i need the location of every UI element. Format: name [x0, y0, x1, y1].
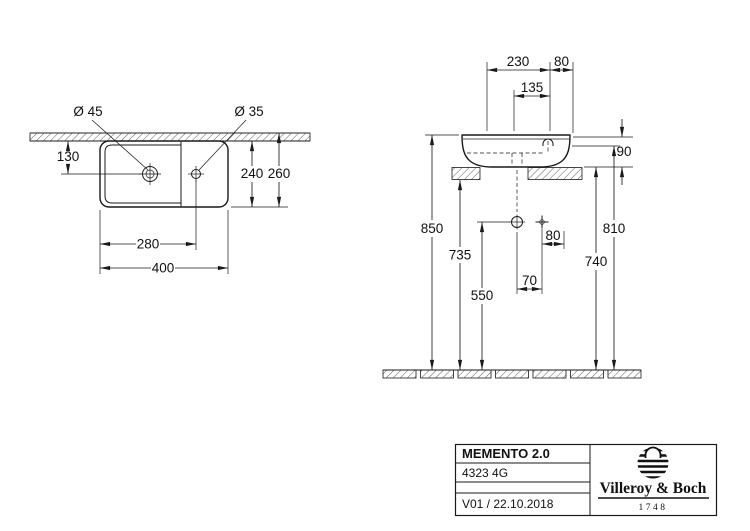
dim-230-label: 230: [507, 54, 530, 69]
dim-135-label: 135: [521, 80, 544, 95]
article-number: 4323 4G: [462, 466, 508, 480]
brand-emblem-icon: [637, 446, 669, 479]
product-name: MEMENTO 2.0: [462, 446, 550, 461]
dim-80-fixing-label: 80: [545, 228, 560, 243]
brand-name: Villeroy & Boch: [600, 480, 707, 497]
dim-260-label: 260: [268, 166, 291, 181]
dim-70: 70: [516, 232, 542, 294]
dim-70-label: 70: [522, 273, 537, 288]
floor-hatch: [382, 369, 642, 379]
drain-hole: [139, 163, 161, 185]
top-extension-lines: [486, 62, 574, 133]
dim-80-fixing: 80: [541, 228, 565, 294]
title-block-border: [454, 443, 718, 517]
dim-240: 240: [231, 141, 288, 208]
dim-810: 810: [572, 145, 626, 370]
drain-diameter-label: Ø 45: [73, 104, 102, 119]
dim-550: 550: [471, 221, 510, 370]
dim-400-label: 400: [152, 261, 175, 276]
dim-850-label: 850: [421, 221, 444, 236]
front-view: 230 80 135 90 850: [382, 54, 642, 379]
top-view: Ø 45 Ø 35 130 240 260: [29, 104, 311, 276]
dim-400: 400: [100, 210, 229, 276]
dim-740: 740: [585, 167, 608, 370]
dim-810-label: 810: [603, 221, 626, 236]
dim-735-label: 735: [449, 248, 472, 263]
dim-80-top-label: 80: [554, 54, 569, 69]
dim-740-label: 740: [585, 254, 608, 269]
fixing-hole-symbol: [535, 215, 549, 229]
dim-280: 280: [99, 180, 197, 274]
dim-80-top: 80: [550, 54, 573, 73]
dim-550-label: 550: [471, 288, 494, 303]
dim-260: 260: [268, 133, 291, 207]
right-bracket-hatch: [527, 167, 583, 180]
dim-240-label: 240: [241, 166, 264, 181]
dim-850: 850: [421, 134, 459, 370]
basin-front-profile: [461, 134, 571, 168]
left-bracket-hatch: [451, 167, 481, 180]
dim-135: 135: [514, 80, 550, 99]
dim-130-label: 130: [57, 149, 80, 164]
brand-year: 1748: [639, 503, 668, 513]
dim-130: 130: [57, 141, 141, 175]
dim-230: 230: [487, 54, 550, 73]
title-block: MEMENTO 2.0 4323 4G V01 / 22.10.2018 Vil…: [454, 443, 718, 517]
brand-logo: Villeroy & Boch 1748: [598, 446, 709, 513]
outlet-symbol: [509, 214, 525, 230]
dim-280-label: 280: [137, 237, 160, 252]
taphole-diameter-label: Ø 35: [234, 104, 263, 119]
wall-section-hatch: [29, 132, 311, 142]
dim-90-label: 90: [616, 144, 631, 159]
taphole-diameter-callout: Ø 35: [198, 104, 264, 171]
drain-diameter-callout: Ø 45: [73, 104, 149, 171]
dim-90: 90: [573, 119, 633, 185]
dim-735: 735: [449, 180, 472, 370]
taphole-front-symbol: [542, 138, 554, 146]
version-date: V01 / 22.10.2018: [462, 497, 554, 511]
tap-hole: [188, 166, 204, 182]
